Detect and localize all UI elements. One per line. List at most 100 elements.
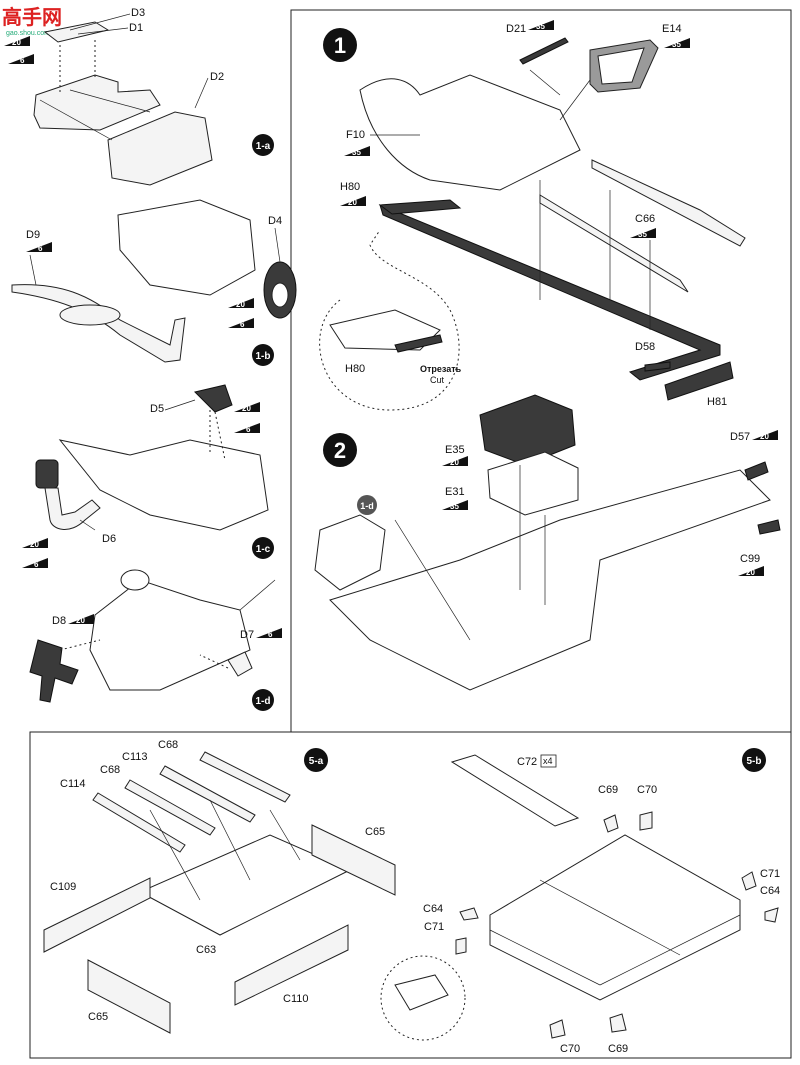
part-d6-pipe	[44, 487, 101, 530]
label-d9: D9	[26, 229, 40, 241]
part-c64-b	[459, 907, 479, 921]
star-20-a: 20	[4, 36, 30, 47]
step-badge-1c: 1-c	[252, 537, 274, 559]
part-d9-exhaust	[11, 284, 186, 363]
step-5a-parts: C68 C113 C68 C114 C63 C65 C109 C110 C65	[43, 739, 396, 1034]
part-c99	[757, 519, 781, 535]
part-c71-b	[455, 937, 467, 955]
svg-text:20: 20	[348, 198, 357, 207]
step-1d-parts: D8 D7	[29, 569, 276, 703]
svg-text:1-c: 1-c	[256, 544, 271, 555]
label-c72: C72	[517, 756, 537, 768]
star-6-d: 6	[234, 423, 260, 434]
part-d7	[227, 651, 253, 677]
star-35-e: 35	[442, 500, 468, 511]
label-c113: C113	[122, 751, 147, 763]
part-c68-b	[124, 779, 216, 836]
star-6-f: 6	[256, 628, 282, 639]
svg-text:20: 20	[760, 432, 769, 441]
svg-text:20: 20	[746, 568, 755, 577]
svg-text:35: 35	[536, 22, 545, 31]
step-badge-1a: 1-a	[252, 134, 274, 156]
svg-text:1-a: 1-a	[256, 141, 271, 152]
label-e14: E14	[662, 23, 682, 35]
svg-text:6: 6	[240, 320, 245, 329]
label-c69-a: C69	[598, 784, 618, 796]
label-x4: x4	[543, 756, 553, 766]
part-c114	[92, 792, 186, 853]
label-c64-b: C64	[423, 903, 443, 915]
part-e35-seat	[479, 394, 576, 466]
label-c70-b: C70	[560, 1043, 580, 1055]
engine-block-1c	[58, 439, 269, 531]
part-c70-a	[639, 811, 653, 831]
label-c109: C109	[50, 881, 76, 893]
step-1-parts: D21 E14 F10 H80 C66 D58 H81 H80 Отрезать…	[319, 23, 746, 411]
label-d4: D4	[268, 215, 282, 227]
part-d8-mount	[29, 639, 79, 703]
part-d3-plate	[43, 21, 110, 43]
step-1b-parts: D9 D4	[11, 199, 297, 363]
svg-text:20: 20	[30, 540, 39, 549]
muffler	[59, 304, 121, 326]
label-cut-en: Cut	[430, 375, 445, 385]
label-h80: H80	[340, 181, 360, 193]
svg-text:6: 6	[246, 425, 251, 434]
svg-text:6: 6	[38, 244, 43, 253]
star-6-e: 6	[22, 558, 48, 569]
label-c66: C66	[635, 213, 655, 225]
part-c72-strip	[450, 754, 580, 827]
label-h80-detail: H80	[345, 363, 365, 375]
part-f10-body	[359, 74, 581, 191]
label-d8: D8	[52, 615, 66, 627]
label-e35: E35	[445, 444, 465, 456]
svg-text:20: 20	[12, 38, 21, 47]
star-20-e: 20	[68, 614, 94, 625]
star-35-a: 35	[528, 20, 554, 31]
part-c109	[43, 877, 151, 953]
engine-ref-1d	[314, 514, 386, 591]
label-c65-a: C65	[365, 826, 385, 838]
label-c63: C63	[196, 944, 216, 956]
step-5-frame	[29, 731, 792, 1059]
chassis-assembly	[329, 469, 771, 691]
svg-text:5-b: 5-b	[747, 756, 762, 767]
part-c65-b	[87, 959, 171, 1034]
part-c64-a	[764, 907, 779, 923]
label-d1: D1	[129, 22, 143, 34]
star-6-c: 6	[228, 318, 254, 329]
step-badge-1b: 1-b	[252, 344, 274, 366]
part-c110	[234, 924, 349, 1006]
part-d5-bracket	[194, 384, 233, 413]
paint-star-badges: 20 6 6 20 6 20 6 20 6 20 6 35 35 35 20 3…	[4, 20, 778, 639]
svg-text:20: 20	[242, 404, 251, 413]
label-f10: F10	[346, 129, 365, 141]
label-d58: D58	[635, 341, 655, 353]
label-d57: D57	[730, 431, 750, 443]
svg-text:20: 20	[236, 300, 245, 309]
svg-text:20: 20	[76, 616, 85, 625]
part-h80-chassis	[379, 204, 721, 381]
part-c66-rail-b	[539, 194, 689, 293]
label-c71-a: C71	[760, 868, 780, 880]
svg-text:35: 35	[672, 40, 681, 49]
step-badge-1d: 1-d	[252, 689, 274, 711]
star-20-g: 20	[442, 456, 468, 467]
part-d21-rod	[519, 37, 569, 65]
label-d6: D6	[102, 533, 116, 545]
svg-text:1: 1	[334, 33, 346, 58]
step-1a-parts: D3 D1 D2	[33, 7, 224, 186]
part-c113	[159, 765, 256, 823]
svg-text:6: 6	[268, 630, 273, 639]
star-20-d: 20	[22, 538, 48, 549]
step-badge-5a: 5-a	[304, 748, 328, 772]
label-e31: E31	[445, 486, 465, 498]
svg-text:35: 35	[352, 148, 361, 157]
ref-badge-1d: 1-d	[360, 501, 374, 511]
part-h81-bumper	[664, 361, 734, 401]
svg-text:1-b: 1-b	[256, 351, 271, 362]
svg-text:35: 35	[638, 230, 647, 239]
detail-callout-circle	[319, 229, 460, 411]
engine-block-1d	[89, 579, 251, 691]
